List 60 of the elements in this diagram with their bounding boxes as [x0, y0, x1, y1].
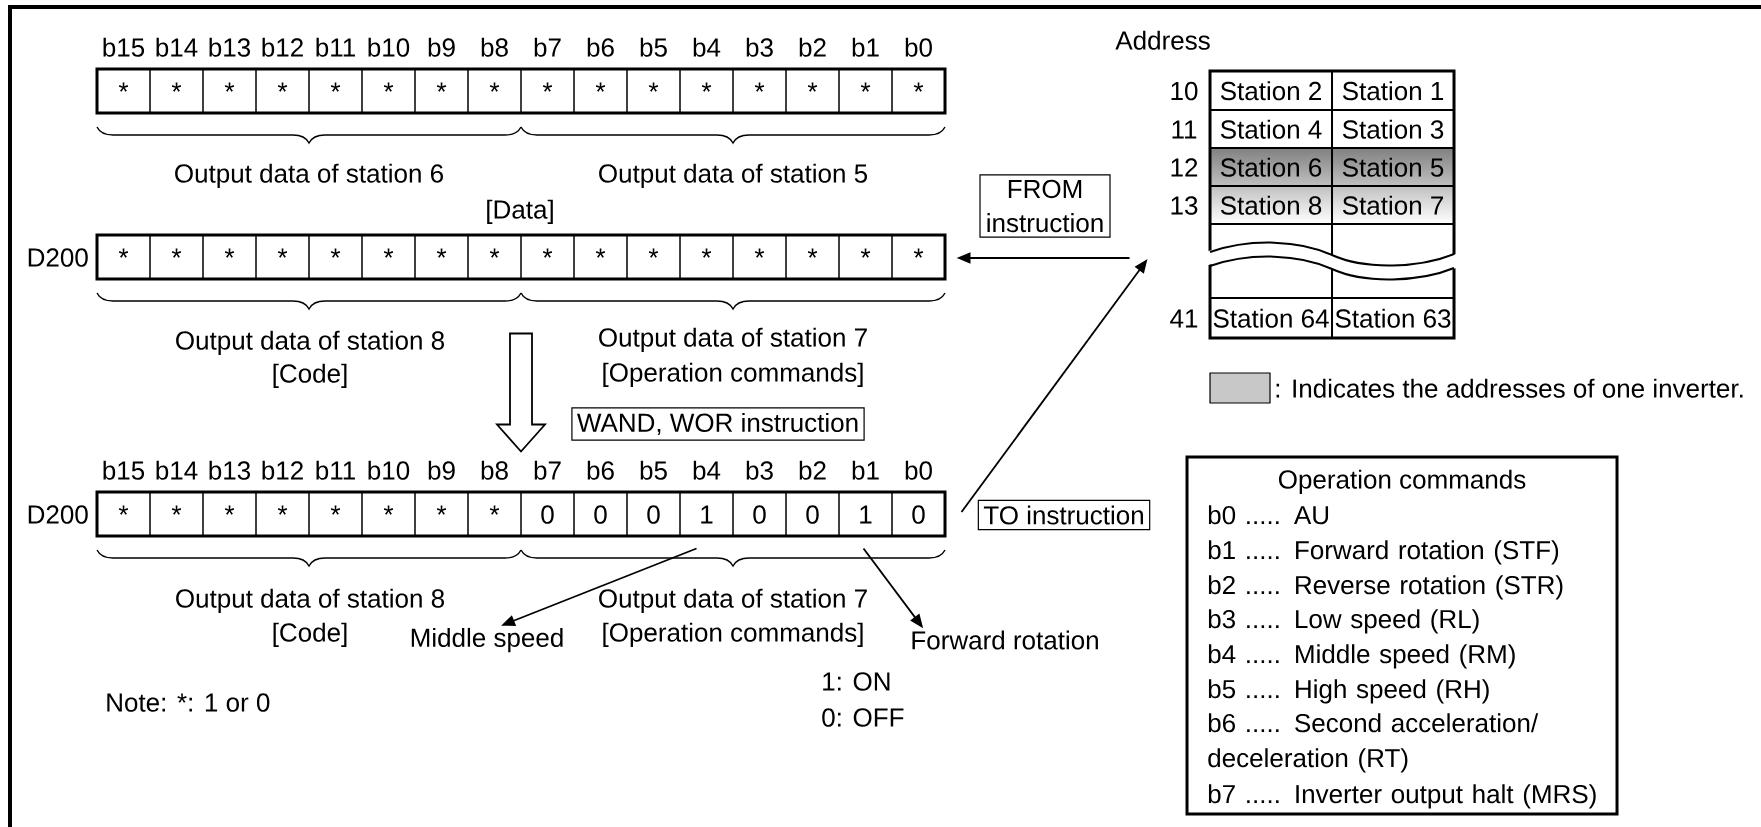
instruction-label: FROM instruction [979, 174, 1111, 238]
node-label: * [701, 248, 712, 258]
annotation-text: Forward rotation [912, 630, 1098, 650]
command-list-box: Operation commands b0 ..... AU b1 ..... Forward rotation (STF) b2 ..... Reverse rotation (STR) b3 ..... Low speed (RL) b4 ..... Middle speed (RM) b5 ..... High speed (RH) b6 ..... Second acceleration/ deceleration (RT) b7 ..... Inverter output halt (MRS) [1185, 455, 1619, 816]
node-label: * [913, 248, 924, 258]
brace-label: Output data of station 7 [599, 327, 867, 352]
annotation-text: Middle speed [411, 627, 563, 653]
legend-text: : Indicates the addresses of one inverter. [1276, 378, 1743, 398]
register-name: D200 [28, 505, 88, 524]
node-label: 0 [753, 505, 766, 524]
column-heading: Address [1115, 30, 1210, 50]
node-label: 0 [647, 505, 660, 524]
node-label: * [224, 248, 235, 258]
register-name: D200 [28, 248, 88, 267]
node-label: * [383, 248, 394, 258]
node-label: 1 [701, 505, 713, 524]
node-label: * [224, 505, 235, 515]
node-label: 0 [806, 505, 819, 524]
brace-label: [Code] [273, 363, 347, 388]
address-table: Station 2 Station 1 Station 4 Station 3 Station 6 Station 5 Station 8 Station 7 Station 64 Station 63 [1205, 69, 1459, 340]
node-label: * [754, 248, 765, 258]
brace-label: Output data of station 8 [176, 588, 444, 613]
brace-label: [Operation commands] [603, 362, 863, 387]
node-label: * [330, 505, 341, 515]
node-label: * [595, 248, 606, 258]
brace-label: Output data of station 8 [176, 330, 444, 355]
node-label: * [330, 248, 341, 258]
brace-label: [Code] [273, 622, 347, 647]
node-label: 1 [860, 505, 872, 524]
node-label: * [277, 505, 288, 515]
brace-label: Output data of station 7 [599, 588, 867, 613]
state-text: 1: ON [823, 672, 890, 691]
brace-label: Output data of station 5 [599, 163, 868, 188]
brace-label: [Operation commands] [603, 622, 863, 647]
node-label: * [860, 248, 871, 258]
node-label: * [383, 505, 394, 515]
note-text: Note: *: 1 or 0 [107, 693, 270, 712]
node-label: 0 [912, 505, 925, 524]
node-label: * [118, 505, 129, 515]
node-label: * [542, 248, 553, 258]
instruction-label: TO instruction [977, 499, 1151, 531]
node-label: * [807, 248, 818, 258]
state-text: 0: OFF [822, 708, 904, 727]
node-label: * [648, 248, 659, 258]
instruction-label: WAND, WOR instruction [571, 407, 865, 441]
node-label: * [436, 248, 447, 258]
node-label: * [118, 248, 129, 258]
node-label: * [489, 248, 500, 258]
node-label: * [171, 505, 182, 515]
block-arrow [495, 332, 547, 453]
node-label: 0 [594, 505, 607, 524]
node-label: * [277, 248, 288, 258]
register-row: * * * * * * * * 0 0 0 1 0 0 1 0 [95, 490, 947, 538]
register-row: * * * * * * * * * * * * * * * * [95, 233, 947, 281]
node-label: * [171, 248, 182, 258]
register-row: * * * * * * * * * * * * * * * * [95, 67, 947, 115]
brace-label: Output data of station 6 [175, 163, 443, 188]
node-label: * [489, 505, 500, 515]
node-label: * [436, 505, 447, 515]
node-label: 0 [541, 505, 554, 524]
